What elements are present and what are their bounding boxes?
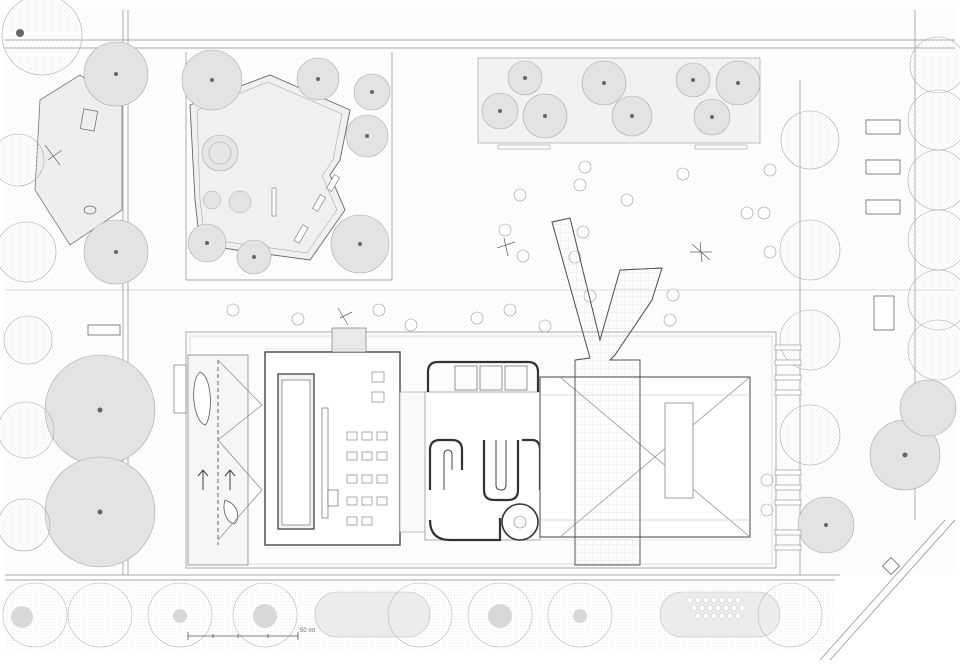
site-furniture: [87, 119, 901, 576]
small-trees: [226, 160, 777, 517]
street-strip: [2, 580, 835, 650]
parking-area: [173, 354, 263, 566]
scale-bar-label: 50 mt: [300, 628, 316, 634]
playground: [34, 74, 123, 246]
scale-bar: [187, 632, 299, 640]
tree-trunks: [16, 29, 908, 527]
planted-garden: [185, 52, 393, 281]
cafe-tables: [346, 371, 388, 526]
y-shaped-canopy: [551, 217, 663, 566]
connecting-corridor: [399, 391, 429, 533]
cafe-hall: [264, 307, 401, 546]
structural-grid: [265, 348, 750, 549]
building-footprint: [185, 331, 777, 569]
